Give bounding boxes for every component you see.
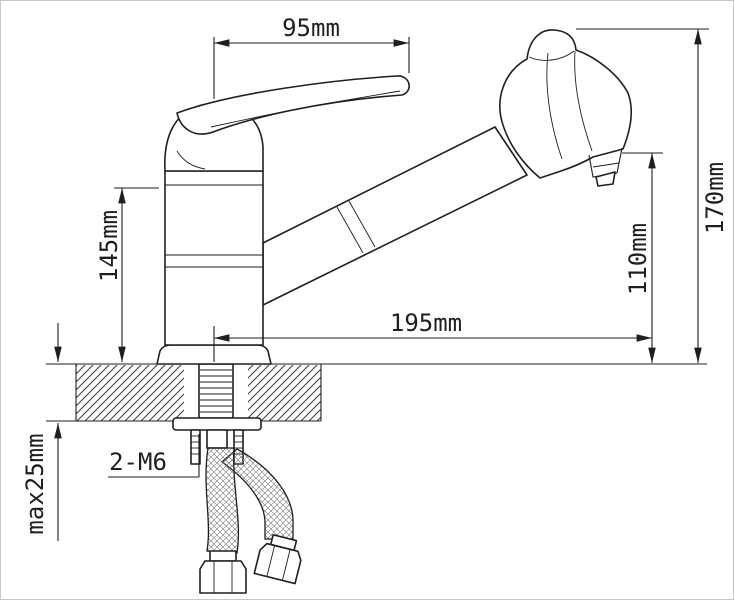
dimension-145mm: 145mm	[95, 187, 159, 362]
dimension-195mm: 195mm	[213, 309, 652, 362]
dimension-max25mm: max25mm	[21, 323, 62, 541]
dim-label-95mm: 95mm	[282, 14, 340, 42]
faucet-body	[164, 170, 264, 346]
dim-label-170mm: 170mm	[701, 162, 729, 234]
counter-hatch-left	[76, 365, 184, 421]
handle-lever	[176, 75, 410, 135]
dim-label-110mm: 110mm	[624, 223, 652, 295]
stud-left	[190, 429, 201, 465]
supply-hoses	[199, 447, 302, 594]
hose-outlet	[206, 429, 228, 449]
dimension-170mm: 170mm	[576, 28, 729, 363]
hose-left	[205, 447, 240, 554]
dim-label-2m6: 2-M6	[109, 448, 167, 476]
dimensions: 95mm 145mm 170mm 110mm 195mm	[21, 14, 729, 541]
dim-label-145mm: 145mm	[95, 210, 123, 282]
mounting-hardware	[172, 363, 262, 465]
aerator-tip	[595, 171, 616, 187]
faucet	[156, 29, 632, 365]
countertop	[46, 363, 707, 422]
counter-hatch-right	[248, 365, 321, 421]
shank-threads	[200, 369, 232, 413]
dim-label-max25mm: max25mm	[21, 433, 49, 534]
dimension-95mm: 95mm	[213, 14, 410, 99]
mounting-flange	[172, 417, 262, 431]
threaded-shank	[198, 363, 234, 419]
spray-head-outline	[499, 29, 632, 179]
pullout-wand	[262, 126, 528, 306]
spray-head	[499, 29, 632, 187]
dim-label-195mm: 195mm	[390, 309, 462, 337]
dimension-110mm: 110mm	[622, 152, 663, 363]
hose-left-nut	[199, 550, 247, 594]
callout-2-M6: 2-M6	[108, 434, 200, 478]
hose-right-nut	[253, 534, 302, 585]
